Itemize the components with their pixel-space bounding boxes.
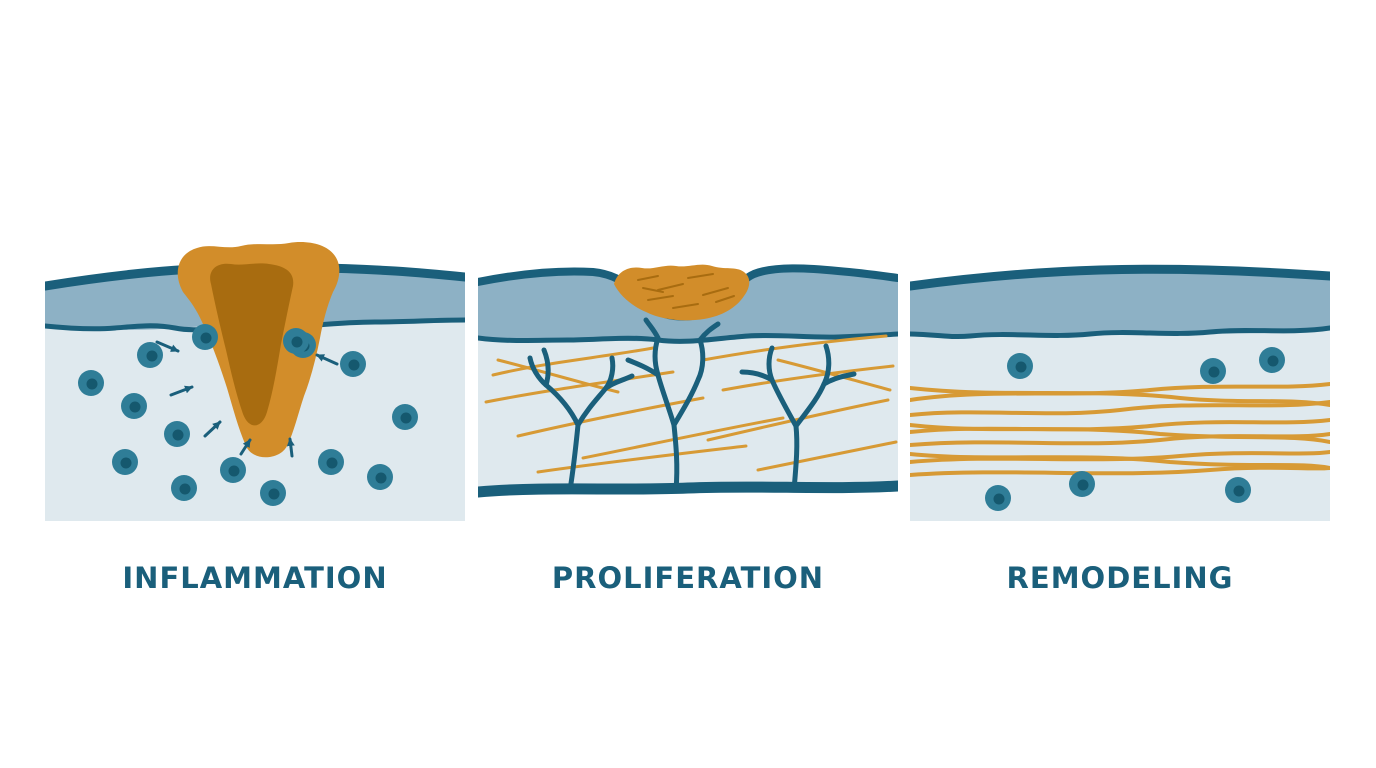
immune-cell <box>164 421 190 447</box>
immune-cell <box>318 449 344 475</box>
immune-cell <box>171 475 197 501</box>
immune-cell <box>260 480 286 506</box>
cell-migration-arrows <box>155 340 339 458</box>
immune-cell <box>220 457 246 483</box>
fibroblast-cell <box>1069 471 1095 497</box>
immune-cell <box>78 370 104 396</box>
remodeling-illustration <box>910 264 1330 521</box>
fibroblast-cell <box>1007 353 1033 379</box>
scab <box>614 264 750 321</box>
immune-cell <box>392 404 418 430</box>
dermis-tissue <box>910 310 1330 521</box>
remodeling-label: REMODELING <box>1006 561 1234 595</box>
remodeling-panel: REMODELING <box>910 240 1330 595</box>
immune-cell <box>283 328 309 354</box>
immune-cell <box>192 324 218 350</box>
immune-cells <box>78 324 418 506</box>
fibroblast-cells <box>985 347 1285 511</box>
inflammation-illustration <box>45 242 465 521</box>
aligned-collagen-fibers <box>910 382 1330 477</box>
immune-cell <box>137 342 163 368</box>
scab-texture <box>637 273 735 309</box>
proliferation-panel: PROLIFERATION <box>478 240 898 595</box>
epidermis-layer <box>478 264 898 344</box>
basal-layer-line <box>478 480 898 498</box>
immune-cell <box>121 393 147 419</box>
blood-vessels <box>527 317 857 493</box>
fibroblast-cell <box>1225 477 1251 503</box>
inflammation-label: INFLAMMATION <box>122 561 388 595</box>
fibroblast-cell <box>1259 347 1285 373</box>
wound-clot <box>177 242 340 458</box>
inflammation-panel: INFLAMMATION <box>45 240 465 595</box>
fibroblast-cell <box>985 485 1011 511</box>
immune-cell <box>367 464 393 490</box>
proliferation-illustration <box>478 264 898 498</box>
immune-cell <box>112 449 138 475</box>
immune-cell <box>340 351 366 377</box>
epidermis-layer <box>910 264 1330 340</box>
fibroblast-cell <box>1200 358 1226 384</box>
proliferation-label: PROLIFERATION <box>551 561 825 595</box>
